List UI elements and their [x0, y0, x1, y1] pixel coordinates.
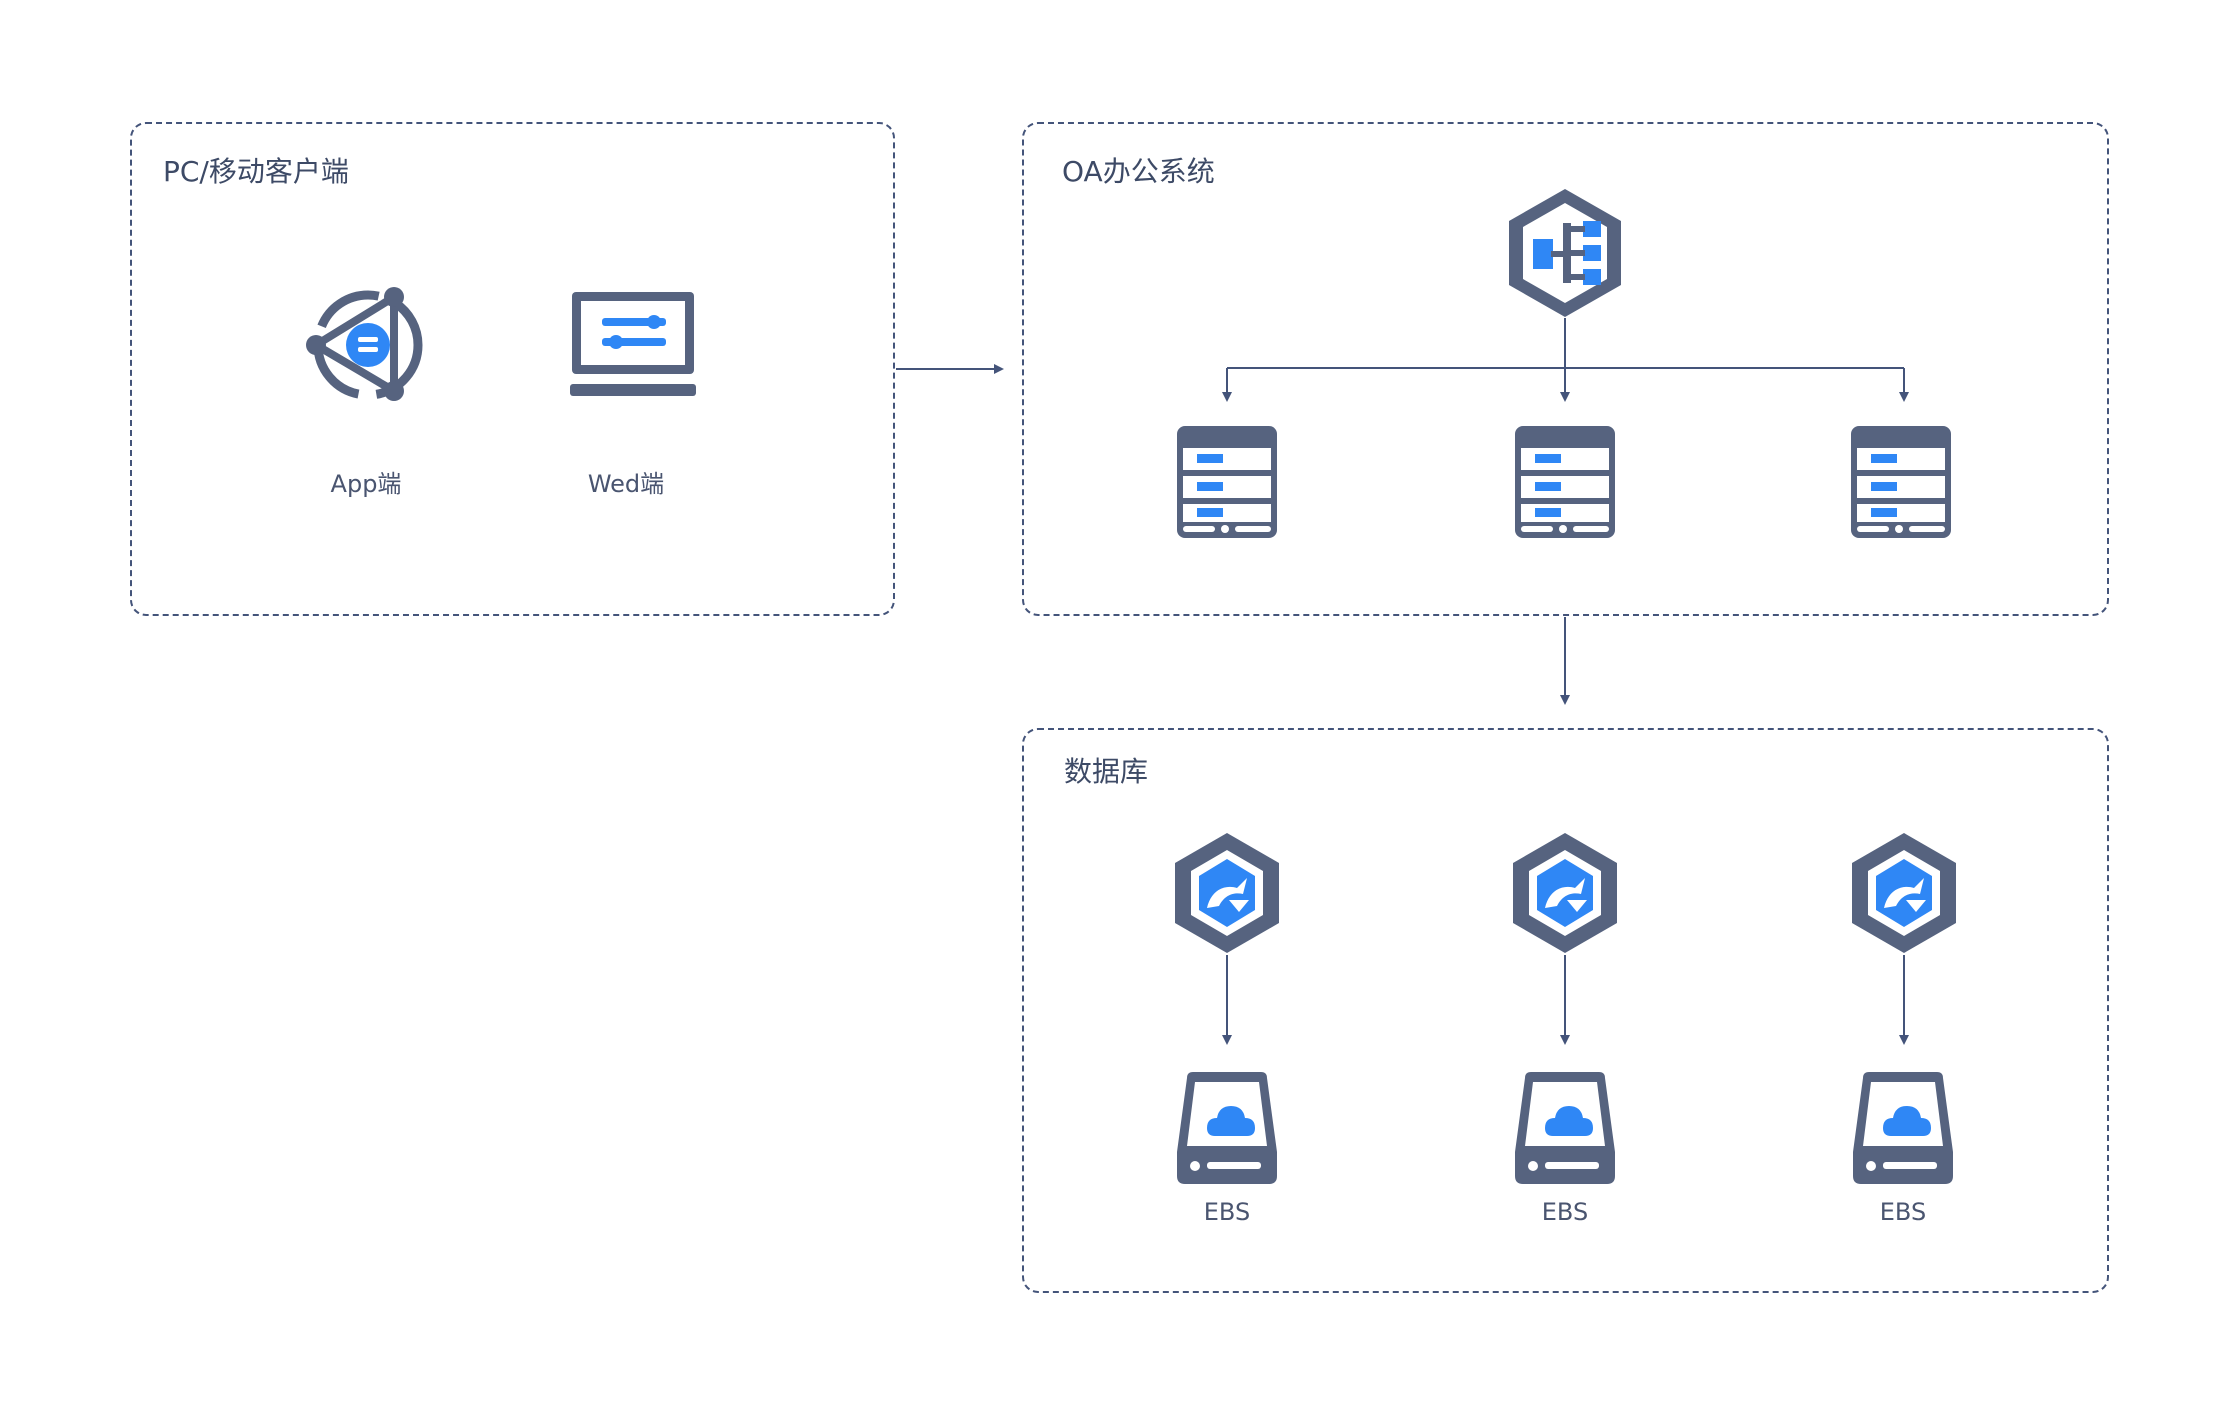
- cloud-disk-icon-3: [1853, 1072, 1953, 1184]
- connector-db-to-ebs: [1222, 955, 1909, 1045]
- server-rack-icon-3: [1851, 426, 1951, 538]
- cloud-disk-icon-2: [1515, 1072, 1615, 1184]
- ebs-label-1: EBS: [1203, 1198, 1251, 1226]
- oa-group-title: OA办公系统: [1062, 155, 1215, 188]
- server-rack-icon-2: [1515, 426, 1615, 538]
- laptop-web-icon: [570, 292, 696, 396]
- client-group-title: PC/移动客户端: [163, 155, 349, 188]
- database-group-box: [1022, 728, 2109, 1293]
- database-hexagon-icon-2: [1513, 833, 1617, 953]
- server-rack-icon-1: [1177, 426, 1277, 538]
- ebs-label-3: EBS: [1879, 1198, 1927, 1226]
- app-client-icon: [306, 287, 423, 401]
- ebs-label-2: EBS: [1541, 1198, 1589, 1226]
- database-hexagon-icon-1: [1175, 833, 1279, 953]
- connector-hub-to-servers: [1222, 318, 1909, 402]
- oa-group-box: [1022, 122, 2109, 616]
- load-balancer-hexagon-icon: [1509, 189, 1621, 317]
- client-group-box: [130, 122, 895, 616]
- database-group-title: 数据库: [1064, 755, 1149, 788]
- app-label: App端: [330, 470, 402, 498]
- cloud-disk-icon-1: [1177, 1072, 1277, 1184]
- web-label: Wed端: [587, 470, 665, 498]
- database-hexagon-icon-3: [1852, 833, 1956, 953]
